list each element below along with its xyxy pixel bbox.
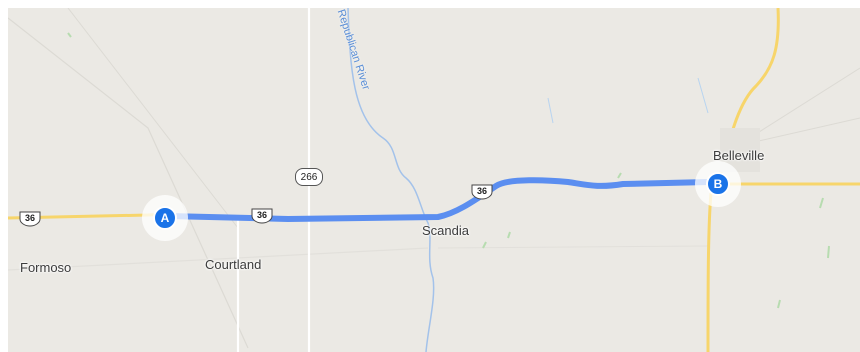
end-marker[interactable]: B: [695, 161, 741, 207]
us-route-shield: 36: [250, 208, 274, 224]
us-route-shield: 36: [470, 184, 494, 200]
us-route-number: 36: [256, 210, 267, 220]
place-label-scandia: Scandia: [422, 223, 469, 238]
minor-road: [67, 8, 239, 229]
highway-south: [706, 192, 713, 352]
state-route-shield: 266: [295, 168, 323, 186]
route-line[interactable]: [165, 177, 711, 222]
us-route-shield: 36: [18, 211, 42, 227]
minor-road: [437, 245, 709, 249]
start-marker-label: A: [153, 206, 177, 230]
place-label-courtland: Courtland: [205, 257, 262, 272]
vegetation: [67, 32, 830, 309]
start-marker[interactable]: A: [142, 195, 188, 241]
minor-road: [8, 17, 249, 349]
minor-road: [8, 247, 429, 271]
map-view[interactable]: 36 36 36 266 Republican River Formoso Co…: [8, 8, 860, 352]
place-label-belleville: Belleville: [713, 148, 765, 163]
place-label-formoso: Formoso: [20, 260, 72, 275]
us-route-number: 36: [24, 213, 35, 223]
river-line: [347, 8, 435, 352]
us-route-number: 36: [476, 186, 487, 196]
end-marker-label: B: [706, 172, 730, 196]
creek: [547, 77, 709, 124]
